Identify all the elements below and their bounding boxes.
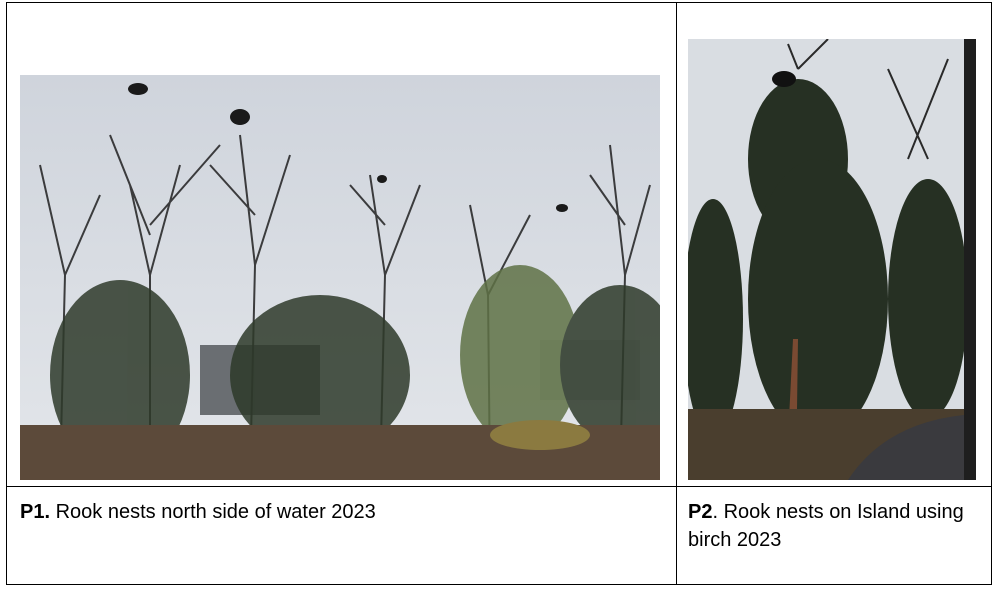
photo-p1 (20, 75, 660, 480)
photo-table: P1. Rook nests north side of water 2023 … (6, 2, 992, 585)
table-border-row (6, 486, 992, 487)
table-border-middle (676, 2, 677, 585)
table-border-bottom (6, 584, 992, 585)
caption-p1: P1. Rook nests north side of water 2023 (20, 498, 660, 526)
caption-p1-label: P1. (20, 501, 51, 523)
caption-p2-text: . Rook nests on Island using birch 2023 (688, 501, 964, 551)
caption-p2: P2. Rook nests on Island using birch 202… (688, 498, 988, 554)
table-border-right (991, 2, 992, 585)
photo-p2 (688, 39, 976, 480)
caption-p2-label: P2 (688, 501, 713, 523)
table-border-left (6, 2, 7, 585)
caption-p1-text: Rook nests north side of water 2023 (55, 501, 376, 523)
table-border-top (6, 2, 992, 3)
